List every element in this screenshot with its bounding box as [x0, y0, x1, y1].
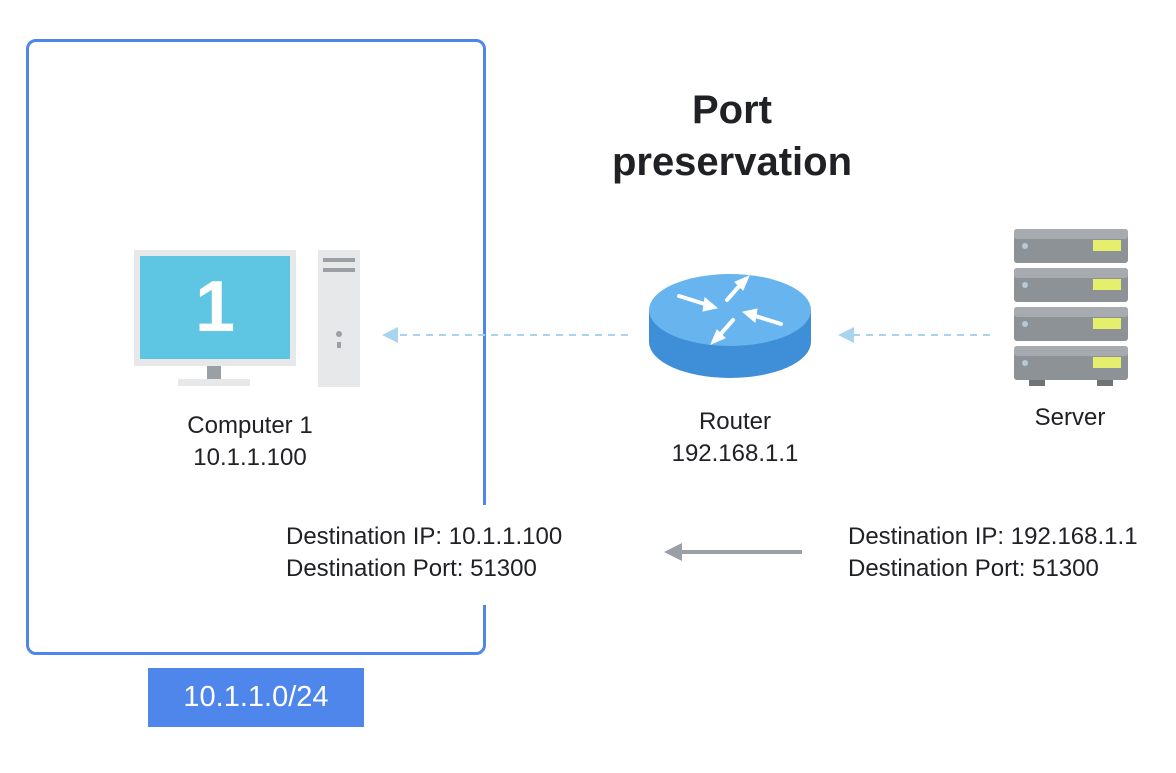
lan-boundary-box	[26, 39, 486, 655]
packet-right-destination-port: Destination Port: 51300	[848, 555, 1099, 582]
solid-arrow-packet-flow	[664, 543, 802, 561]
computer-icon	[134, 250, 360, 387]
tower-button	[336, 331, 342, 337]
packet-left-destination-ip: Destination IP: 10.1.1.100	[286, 523, 563, 550]
router-arrows	[677, 275, 783, 345]
computer-ip: 10.1.1.100	[193, 444, 307, 471]
server-foot-right	[1097, 380, 1113, 386]
server-unit-4	[1014, 346, 1128, 380]
router-ip: 192.168.1.1	[671, 440, 799, 467]
packet-right-destination-ip: Destination IP: 192.168.1.1	[848, 523, 1138, 550]
server-unit-2	[1014, 268, 1128, 302]
subnet-badge: 10.1.1.0/24	[148, 668, 364, 727]
monitor-base	[178, 379, 250, 386]
packet-info-translated: Destination IP: 10.1.1.100 Destination P…	[286, 521, 562, 585]
server-unit-1	[1014, 229, 1128, 263]
diagram-title: Port preservation	[560, 84, 904, 188]
monitor-screen	[140, 256, 290, 359]
dashed-arrow-router-to-computer	[382, 327, 628, 343]
computer-name: Computer 1	[187, 412, 313, 439]
router-label: Router 192.168.1.1	[620, 406, 850, 470]
monitor-neck	[207, 366, 221, 380]
router-name: Router	[698, 408, 772, 435]
tower-slot-2	[323, 268, 355, 272]
computer-label: Computer 1 10.1.1.100	[150, 410, 350, 474]
packet-left-destination-port: Destination Port: 51300	[286, 555, 537, 582]
title-line-1: Port	[692, 88, 772, 132]
server-label: Server	[1034, 404, 1106, 431]
dashed-arrow-server-to-router	[838, 327, 990, 343]
packet-info-incoming: Destination IP: 192.168.1.1 Destination …	[848, 521, 1138, 585]
router-top	[649, 274, 811, 346]
tower-body	[318, 250, 360, 387]
title-line-2: preservation	[611, 140, 853, 184]
router-icon	[649, 274, 811, 378]
server-unit-3	[1014, 307, 1128, 341]
lan-boundary-gap	[476, 505, 490, 605]
screen-number: 1	[194, 267, 236, 347]
tower-dot	[337, 342, 341, 348]
tower-slot-1	[323, 258, 355, 262]
server-icon	[1014, 229, 1128, 386]
server-foot-left	[1029, 380, 1045, 386]
